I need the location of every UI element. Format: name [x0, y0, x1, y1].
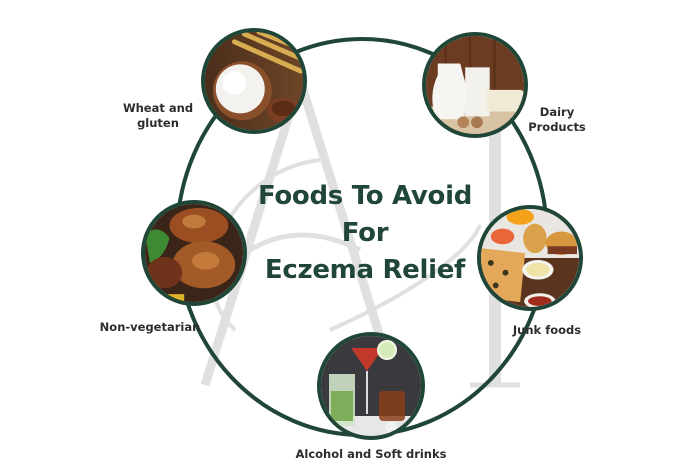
label-line: gluten	[137, 116, 179, 130]
label-dairy-products: Dairy Products	[524, 105, 590, 135]
label-junk-foods: Junk foods	[512, 323, 582, 338]
label-wheat-gluten: Wheat and gluten	[116, 101, 200, 131]
label-line: Wheat and	[122, 101, 194, 115]
wheat-gluten-image	[201, 28, 307, 134]
wheat-flour-icon	[205, 32, 303, 130]
title-line-1: Foods To Avoid	[257, 181, 473, 211]
cocktail-drinks-icon	[321, 336, 421, 436]
label-line: Products	[528, 120, 586, 134]
milk-cheese-icon	[426, 36, 524, 134]
label-line: Alcohol and Soft drinks	[295, 447, 447, 461]
title-line-3: Eczema Relief	[264, 255, 466, 285]
alcohol-soft-drinks-image	[317, 332, 425, 440]
label-line: Junk foods	[512, 323, 582, 337]
dairy-products-image	[422, 32, 528, 138]
diagram-title: Foods To Avoid For Eczema Relief	[230, 178, 500, 289]
non-vegetarian-image	[141, 200, 247, 306]
label-line: Dairy	[539, 105, 575, 119]
grilled-chicken-icon	[145, 204, 243, 302]
title-line-2: For	[341, 218, 389, 248]
junk-foods-image	[477, 205, 583, 311]
label-non-vegetarian: Non-vegetarian	[98, 320, 202, 335]
fast-food-icon	[481, 209, 579, 307]
label-line: Non-vegetarian	[99, 320, 201, 334]
label-alcohol-soft-drinks: Alcohol and Soft drinks	[295, 447, 447, 462]
